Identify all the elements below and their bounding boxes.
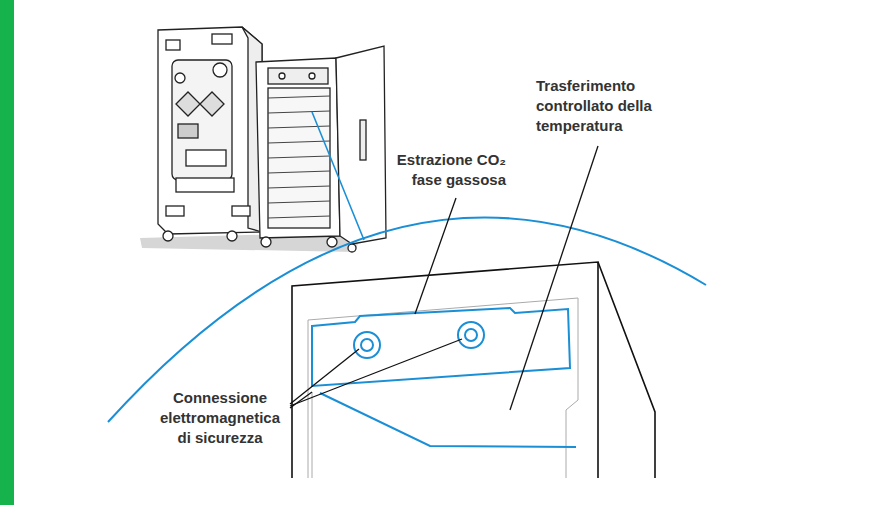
- door-frame: [308, 298, 578, 478]
- shelf: [268, 111, 330, 113]
- green-bar: [0, 0, 14, 505]
- shelf: [268, 216, 330, 218]
- leader-line: [290, 146, 598, 410]
- shelf: [268, 141, 330, 143]
- callout-line: [312, 112, 364, 240]
- shelf: [268, 201, 330, 203]
- shelf: [268, 171, 330, 173]
- callout-label: Estrazione CO₂ fase gassosa: [386, 150, 506, 190]
- shelf: [268, 156, 330, 158]
- open-trolley: [256, 46, 386, 252]
- shelf: [268, 96, 330, 98]
- shelf: [268, 186, 330, 188]
- shelf: [268, 126, 330, 128]
- callout-label: Connessione elettromagnetica di sicurezz…: [154, 388, 286, 448]
- callout-label: Trasferimento controllato della temperat…: [536, 76, 670, 136]
- cart-closeup: [292, 262, 655, 478]
- closed-trolley: [158, 27, 262, 241]
